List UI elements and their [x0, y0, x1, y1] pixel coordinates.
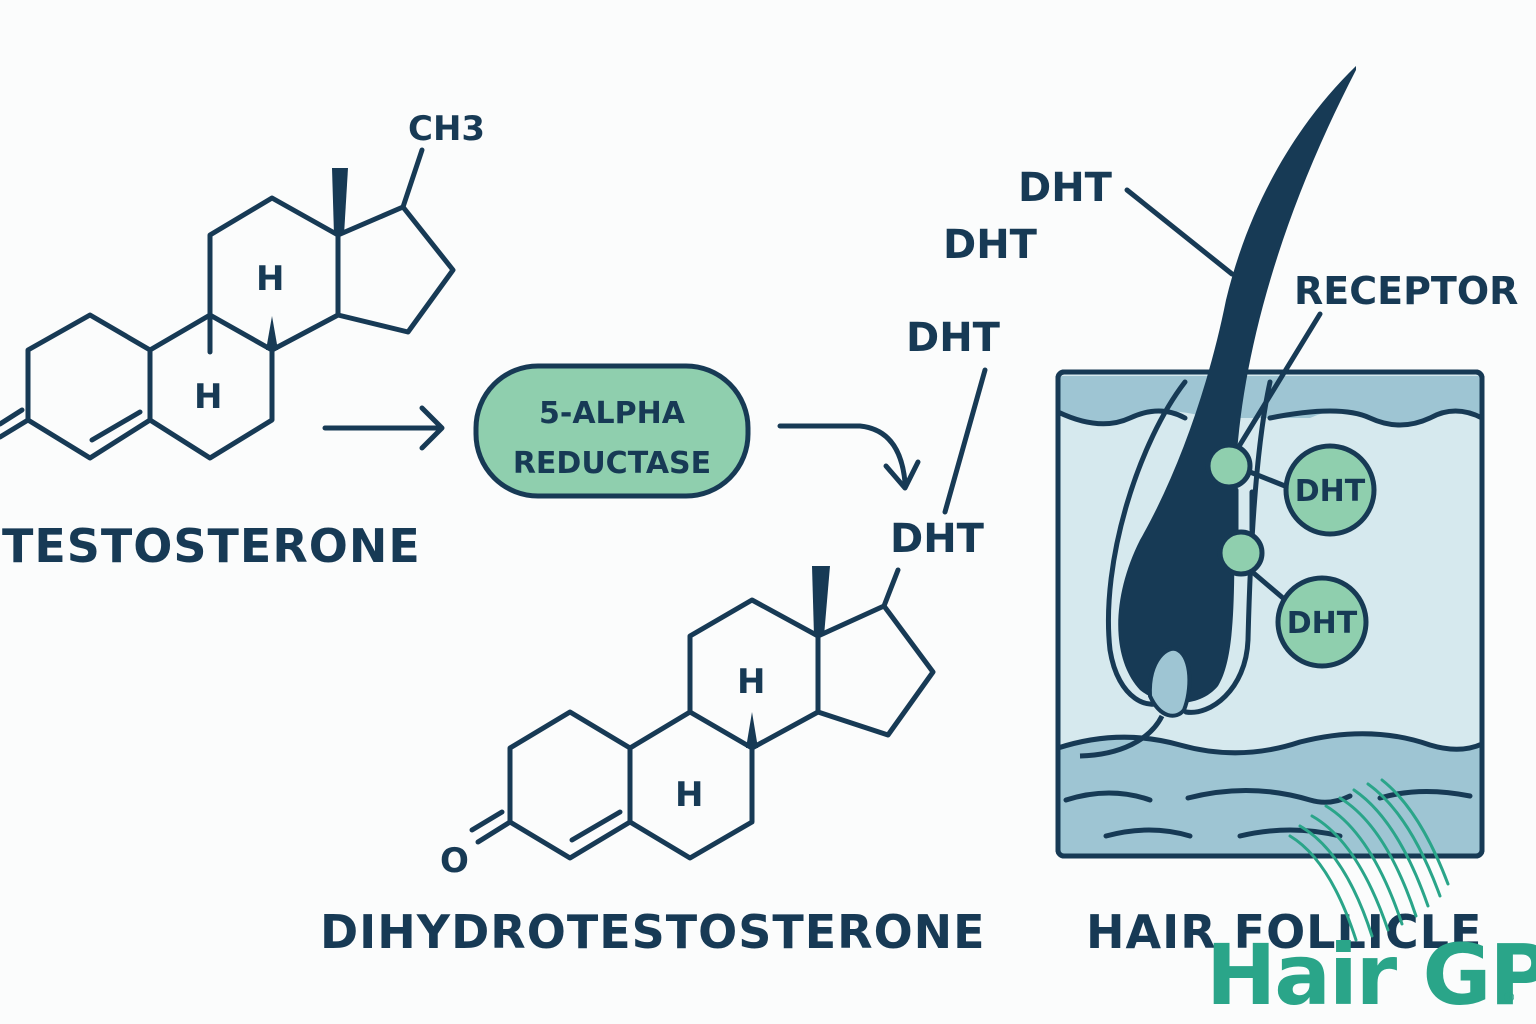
methyl-bond: [400, 147, 425, 210]
bound-dht-1-label: DHT: [1295, 474, 1366, 509]
logo-hair-strokes: [1288, 778, 1450, 942]
double-bond-a: [89, 409, 143, 443]
arrow-to-enzyme: [322, 405, 445, 451]
ring-a: [507, 709, 633, 861]
testosterone-label: TESTOSTERONE: [2, 519, 421, 573]
double-bond-a: [569, 809, 623, 843]
hair-shaft: [1118, 66, 1356, 704]
arrow-to-dht: [777, 423, 921, 491]
keto-bond-2: [0, 407, 25, 427]
hydrogen-label-top: H: [737, 662, 765, 702]
methyl-label: CH3: [408, 109, 485, 149]
dht-label-2: DHT: [943, 222, 1038, 268]
enzyme-line-2: REDUCTASE: [513, 446, 711, 481]
hydrogen-label-top: H: [256, 259, 284, 299]
bound-dht-2-label: DHT: [1287, 606, 1358, 641]
ring-b: [627, 709, 755, 861]
receptor-label: RECEPTOR: [1294, 269, 1518, 313]
dht-label-1: DHT: [1018, 165, 1113, 211]
receptor-node-1: [1205, 442, 1253, 490]
ring-a: [25, 312, 153, 461]
ring-b: [147, 312, 275, 461]
hydrogen-label-bottom: H: [675, 775, 703, 815]
logo-wordmark: Hair GP: [1206, 926, 1536, 1024]
keto-bond-1: [475, 819, 513, 845]
wedge-bond: [332, 168, 348, 235]
hair-gp-logo: Hair GP ®: [1206, 778, 1536, 1024]
ring-d: [815, 603, 936, 738]
bound-dht-1: DHT: [1283, 443, 1377, 537]
dermal-papilla: [1147, 646, 1192, 718]
ring-c: [687, 597, 821, 751]
follicle-sheath: [1105, 379, 1273, 715]
receptor-node-2: [1217, 529, 1265, 577]
wedge-bond-h: [266, 316, 278, 350]
testosterone-structure: [0, 147, 456, 461]
enzyme-badge: 5-ALPHA REDUCTASE: [473, 363, 751, 499]
chain-bond: [881, 567, 901, 609]
keto-bond-2: [469, 809, 505, 833]
dht-label-4: DHT: [890, 516, 985, 562]
papilla-stalk: [1079, 714, 1165, 759]
ring-d: [335, 204, 456, 335]
dht-label-3: DHT: [906, 315, 1001, 361]
oxygen-label: O: [440, 841, 469, 881]
enzyme-line-1: 5-ALPHA: [539, 396, 686, 431]
dihydrotestosterone-label: DIHYDROTESTOSTERONE: [320, 905, 986, 959]
wedge-bond-h: [746, 712, 758, 748]
keto-bond-1: [0, 417, 31, 440]
hydrogen-label-bottom: H: [194, 377, 222, 417]
dht-structure: [469, 567, 936, 861]
bound-dht-2: DHT: [1275, 575, 1369, 669]
dht-pointer-lines: [942, 187, 1235, 515]
wedge-bond: [812, 566, 830, 636]
logo-registered-mark: ®: [1502, 990, 1516, 1006]
ring-c: [207, 195, 341, 353]
